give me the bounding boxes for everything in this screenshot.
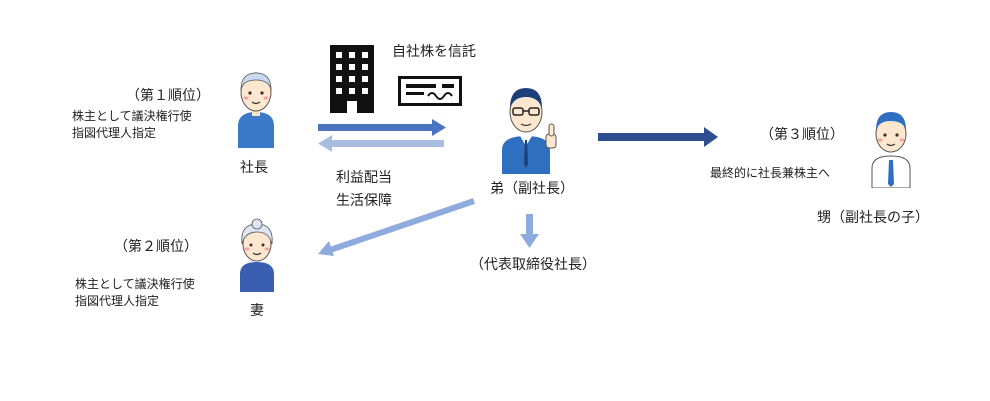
president-name: 社長 <box>240 160 268 176</box>
trust-label: 自社株を信託 <box>392 44 476 60</box>
president-role-line2: 指図代理人指定 <box>72 126 157 140</box>
brother-name: 弟（副社長） <box>490 181 574 197</box>
wife-name: 妻 <box>250 303 264 319</box>
president-role-line1: 株主として議決権行使 <box>72 109 192 123</box>
livelihood-label: 生活保障 <box>336 193 392 209</box>
certificate-icon <box>398 76 462 106</box>
building-icon <box>330 45 374 113</box>
nephew-avatar <box>871 112 911 188</box>
brother-future-role: （代表取締役社長） <box>470 257 596 273</box>
president-rank: （第１順位） <box>126 88 210 104</box>
brother-avatar <box>502 88 557 174</box>
wife-arrow <box>318 198 475 256</box>
wife-role-line2: 指図代理人指定 <box>75 294 160 308</box>
nephew-name: 甥（副社長の子） <box>817 210 929 226</box>
wife-role-line1: 株主として議決権行使 <box>75 277 195 291</box>
trust-arrow <box>318 119 446 136</box>
president-avatar <box>238 72 274 148</box>
wife-rank: （第２順位） <box>114 239 198 255</box>
nephew-rank: （第３順位） <box>760 127 844 143</box>
dividend-arrow <box>318 135 444 152</box>
dividend-label: 利益配当 <box>336 170 392 186</box>
role-arrow <box>520 214 539 248</box>
wife-avatar <box>240 218 274 292</box>
nephew-note: 最終的に社長兼株主へ <box>710 166 831 180</box>
succession-arrow <box>598 127 718 147</box>
